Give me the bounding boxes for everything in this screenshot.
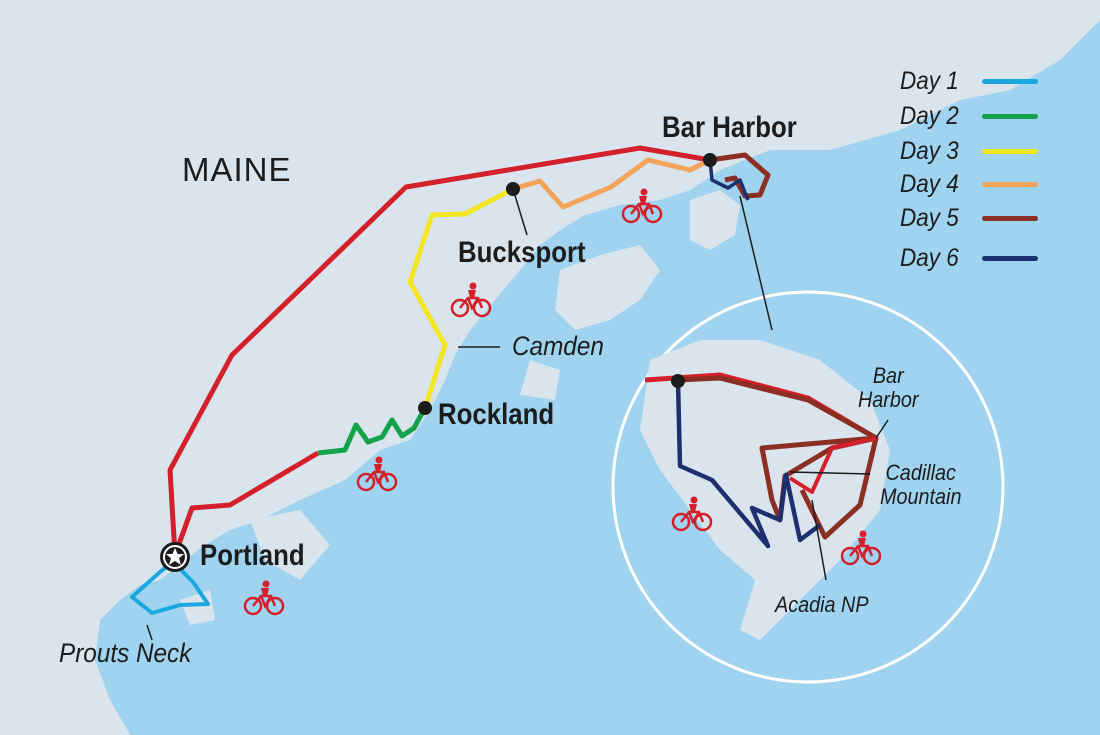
legend-item-day4: Day 4: [900, 169, 1038, 199]
legend-swatch: [982, 78, 1038, 84]
transfer-route-south: [172, 450, 320, 556]
legend-label: Day 4: [900, 169, 959, 198]
bucksport-label: Bucksport: [458, 236, 586, 269]
inset-island: [640, 340, 890, 640]
legend-item-day3: Day 3: [900, 136, 1038, 166]
start-star-icon: [160, 542, 190, 572]
rockland-label: Rockland: [438, 398, 555, 431]
legend-label: Day 2: [900, 101, 959, 130]
rockland-dot-icon: [418, 401, 432, 415]
cadillac-leader-line: [789, 471, 871, 475]
bucksport-leader-line: [512, 188, 528, 236]
day4-route: [512, 157, 712, 210]
island-deer: [520, 360, 560, 400]
legend-swatch: [982, 215, 1038, 221]
peninsula-east: [690, 190, 740, 250]
legend-swatch: [982, 181, 1038, 187]
legend-item-day1: Day 1: [900, 66, 1038, 96]
acadia-np-label: Acadia NP: [775, 592, 869, 617]
peninsula-main: [555, 245, 660, 330]
legend-label: Day 3: [900, 136, 959, 165]
day2-route: [317, 406, 428, 456]
legend-label: Day 6: [900, 243, 959, 272]
bar-harbor-dot-icon: [703, 153, 717, 167]
camden-label: Camden: [512, 331, 604, 361]
transfer-route: [167, 145, 711, 556]
legend-swatch: [982, 255, 1038, 261]
day3-route: [407, 186, 515, 409]
legend-item-day2: Day 2: [900, 101, 1038, 131]
portland-label: Portland: [200, 539, 305, 572]
inset-cadillac-route: [788, 436, 877, 494]
bar-harbor-label: Bar Harbor: [662, 111, 797, 144]
prouts-neck-label: Prouts Neck: [59, 638, 192, 668]
day6-route: [708, 159, 750, 201]
inset-bar-harbor-label: Bar Harbor: [858, 363, 919, 413]
inset-bar-harbor-dot-icon: [671, 374, 685, 388]
legend-label: Day 1: [900, 66, 959, 95]
prouts-leader-line: [146, 624, 153, 641]
legend-swatch: [982, 113, 1038, 119]
inset-barharbor-leader-line: [875, 419, 889, 439]
inset-leader-line: [739, 195, 773, 331]
state-label: MAINE: [182, 151, 292, 188]
cadillac-mountain-label: Cadillac Mountain: [880, 460, 962, 510]
legend-item-day5: Day 5: [900, 203, 1038, 233]
legend-label: Day 5: [900, 203, 959, 232]
acadia-leader-line: [811, 499, 827, 581]
bucksport-dot-icon: [506, 182, 520, 196]
legend-item-day6: Day 6: [900, 243, 1038, 273]
coast-fingers: [180, 510, 330, 625]
day1-route: [130, 558, 210, 615]
day5-route: [709, 152, 771, 199]
inset-day6-route: [675, 380, 822, 549]
legend-swatch: [982, 148, 1038, 154]
